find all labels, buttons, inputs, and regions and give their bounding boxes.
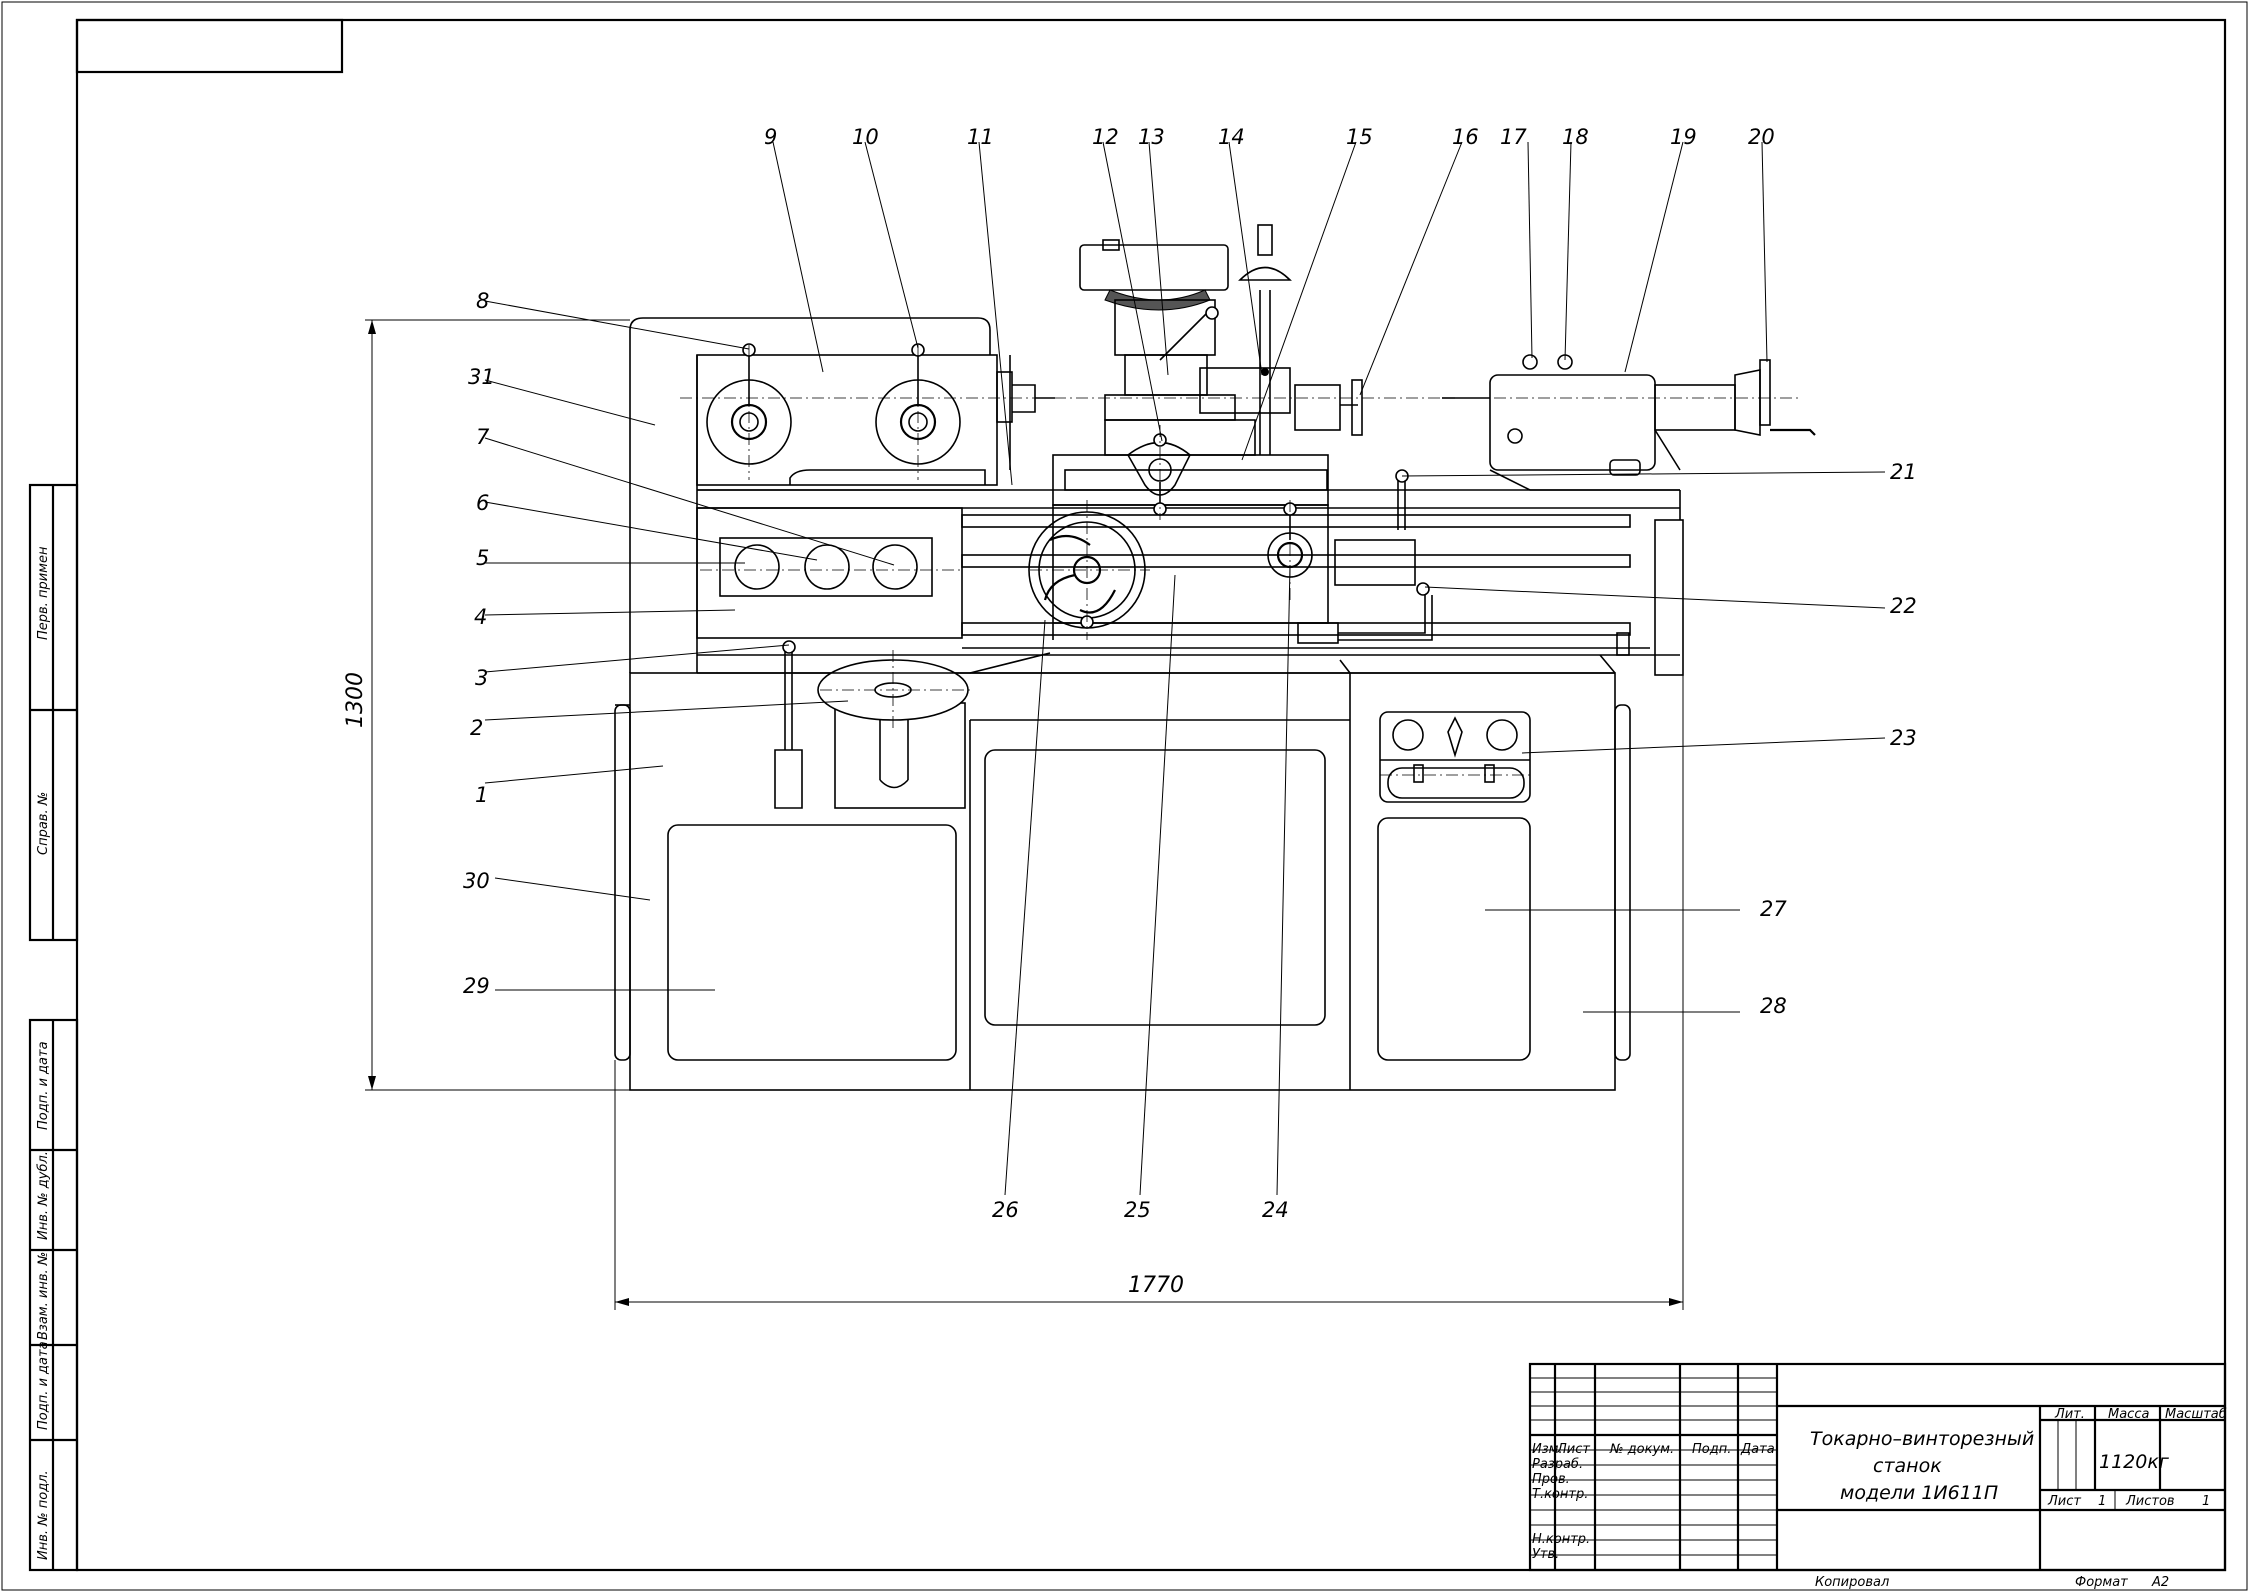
tb-list-label: Лист [2047, 1494, 2081, 1509]
tb-lit-label: Лит. [2054, 1407, 2085, 1422]
stamp-inv-podl: Инв. № подл. [36, 1470, 51, 1560]
callout-1: 1 [475, 783, 488, 807]
toolpost [1079, 224, 1363, 456]
stamp-vzam-inv: Взам. инв. № [36, 1252, 51, 1340]
footer-labels: Копировал Формат А2 [1815, 1575, 2169, 1590]
stamp-podp-data-1: Подп. и дата [36, 1041, 51, 1130]
callout-19: 19 [1670, 125, 1697, 149]
tb-col-podp: Подп. [1692, 1442, 1731, 1457]
callout-18: 18 [1562, 125, 1589, 149]
lathe-base [614, 640, 1631, 1091]
tb-col-izm: Изм. [1532, 1442, 1563, 1457]
tb-title-line3: модели 1И611П [1840, 1482, 1998, 1504]
tb-title-line1: Токарно–винторезный [1810, 1428, 2034, 1450]
tb-listov-value: 1 [2202, 1494, 2210, 1509]
callout-21: 21 [1890, 460, 1917, 484]
callout-7: 7 [476, 425, 490, 449]
callout-14: 14 [1218, 125, 1245, 149]
callout-22: 22 [1890, 594, 1917, 618]
carriage [1028, 433, 1433, 644]
tb-masshtab-label: Масштаб [2165, 1407, 2227, 1422]
callout-27: 27 [1760, 897, 1787, 921]
tb-col-dokum: № докум. [1609, 1442, 1674, 1457]
dimension-lines: 1300 1770 [343, 319, 1684, 1310]
callout-20: 20 [1748, 125, 1775, 149]
callout-29: 29 [463, 974, 490, 998]
callout-3: 3 [475, 666, 488, 690]
stamp-perv-primen: Перв. примен [36, 546, 51, 640]
tb-row-utv: Утв. [1532, 1547, 1559, 1562]
callout-15: 15 [1346, 125, 1373, 149]
callout-4: 4 [474, 605, 487, 629]
callout-5: 5 [476, 546, 489, 570]
tailstock [1395, 354, 1816, 530]
callout-12: 12 [1092, 125, 1119, 149]
tb-row-nkontr: Н.контр. [1532, 1532, 1590, 1547]
callout-23: 23 [1890, 726, 1917, 750]
callout-13: 13 [1138, 125, 1165, 149]
callout-numbers: 1 2 3 4 5 6 7 8 9 10 11 12 13 14 15 16 1… [463, 125, 1917, 1222]
tb-massa-value: 1120кг [2099, 1451, 2170, 1473]
dimension-height: 1300 [343, 672, 368, 728]
callout-8: 8 [476, 289, 489, 313]
callout-6: 6 [476, 491, 489, 515]
callout-10: 10 [852, 125, 879, 149]
callout-28: 28 [1760, 994, 1787, 1018]
callout-11: 11 [967, 125, 994, 149]
callout-25: 25 [1124, 1198, 1151, 1222]
tb-col-data: Дата [1740, 1442, 1775, 1457]
callout-9: 9 [764, 125, 777, 149]
kopiroval-label: Копировал [1815, 1575, 1889, 1590]
bed [697, 489, 1684, 676]
stamp-podp-data-2: Подп. и дата [36, 1341, 51, 1430]
leader-lines [484, 141, 1886, 1196]
callout-17: 17 [1500, 125, 1527, 149]
side-stamp: Перв. примен Справ. № Подп. и дата Инв. … [28, 483, 79, 1572]
format-label: Формат [2075, 1575, 2128, 1590]
callout-26: 26 [992, 1198, 1019, 1222]
stamp-sprav-no: Справ. № [36, 792, 51, 855]
stamp-inv-dubl: Инв. № дубл. [36, 1151, 51, 1240]
tb-row-razrab: Разраб. [1532, 1457, 1583, 1472]
lathe-drawing: 1300 1770 [343, 125, 1917, 1310]
title-block: Изм. Лист № докум. Подп. Дата Разраб. Пр… [1528, 1362, 2227, 1572]
tb-row-prov: Пров. [1532, 1472, 1570, 1487]
callout-31: 31 [468, 365, 495, 389]
tb-listov-label: Листов [2125, 1494, 2175, 1509]
tb-list-value: 1 [2098, 1494, 2106, 1509]
callout-16: 16 [1452, 125, 1479, 149]
tb-title-line2: станок [1873, 1455, 1942, 1477]
callout-2: 2 [470, 716, 483, 740]
callout-30: 30 [463, 869, 490, 893]
dimension-width: 1770 [1128, 1273, 1184, 1298]
format-value: А2 [2151, 1575, 2169, 1590]
tb-col-list: Лист [1556, 1442, 1590, 1457]
tb-row-tkontr: Т.контр. [1532, 1487, 1588, 1502]
headstock [629, 317, 1055, 673]
callout-24: 24 [1262, 1198, 1289, 1222]
tb-massa-label: Масса [2108, 1407, 2149, 1422]
